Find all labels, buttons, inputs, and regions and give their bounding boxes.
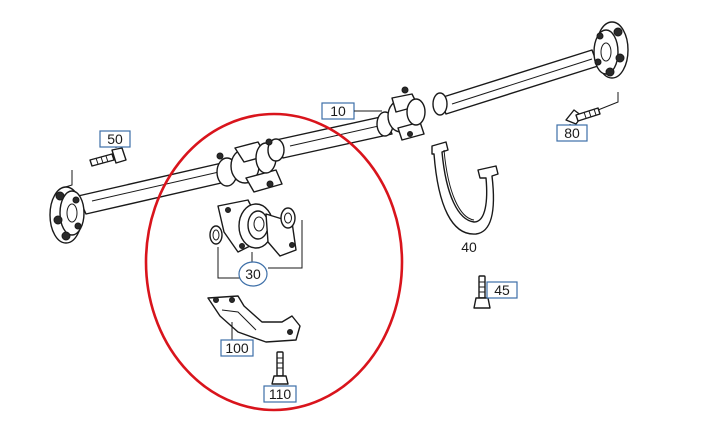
- front-flex-disc[interactable]: [593, 21, 629, 79]
- callout-100-label: 100: [225, 340, 249, 356]
- callout-50[interactable]: 50: [99, 130, 131, 148]
- rear-flex-disc[interactable]: [49, 186, 85, 244]
- center-joint[interactable]: [216, 138, 285, 193]
- callout-80[interactable]: 80: [556, 124, 588, 142]
- bolt-50[interactable]: [61, 137, 127, 189]
- callout-100[interactable]: 100: [220, 339, 254, 357]
- drive-shaft[interactable]: [77, 49, 599, 215]
- callout-40[interactable]: 40: [461, 239, 477, 255]
- highlight-ellipse: [144, 112, 404, 412]
- shaft-bracket[interactable]: [431, 141, 499, 235]
- support-plate[interactable]: [207, 295, 301, 343]
- callout-80-label: 80: [564, 125, 580, 141]
- callout-40-label: 40: [461, 239, 477, 255]
- callout-110[interactable]: 110: [263, 385, 297, 403]
- callout-30-label: 30: [245, 266, 261, 282]
- center-bearing[interactable]: [209, 199, 303, 279]
- callout-45[interactable]: 45: [486, 281, 518, 299]
- callout-110-label: 110: [269, 386, 292, 402]
- bolt-110[interactable]: [271, 351, 289, 385]
- callout-45-label: 45: [494, 282, 510, 298]
- callout-30[interactable]: 30: [238, 261, 268, 287]
- callout-10[interactable]: 10: [321, 102, 355, 120]
- callout-50-label: 50: [107, 131, 123, 147]
- callout-10-label: 10: [330, 103, 346, 119]
- bolt-80[interactable]: [565, 92, 619, 125]
